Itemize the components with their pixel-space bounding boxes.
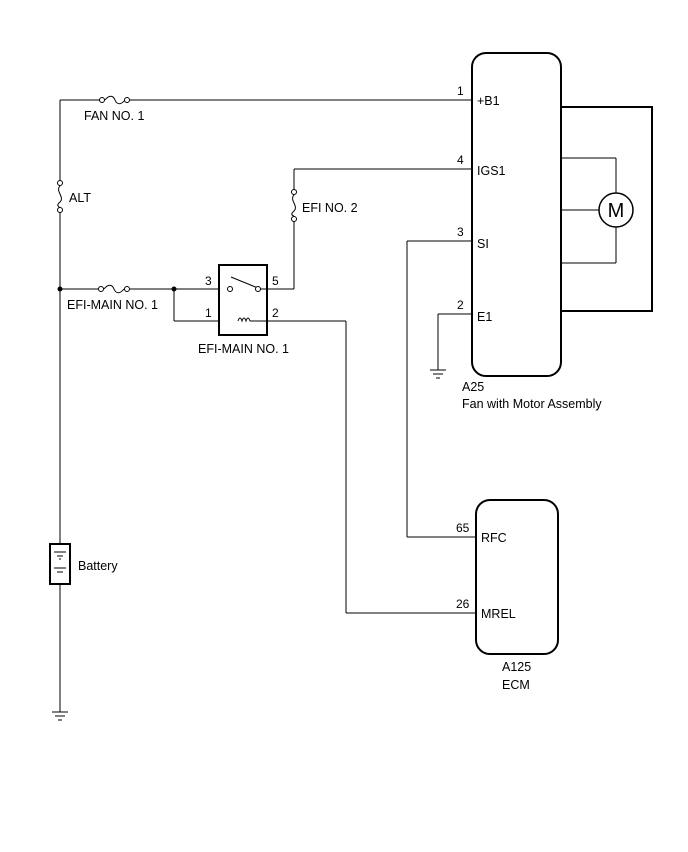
fan-assembly-name: Fan with Motor Assembly [462, 397, 602, 411]
battery-label: Battery [78, 559, 118, 573]
relay-label: EFI-MAIN NO. 1 [198, 342, 289, 356]
fan-terminal-igs1: IGS1 [477, 164, 506, 178]
relay-pin-1: 1 [205, 306, 212, 320]
fan-terminal-e1: E1 [477, 310, 492, 324]
fan-pin-2: 2 [457, 298, 464, 312]
ground-symbol-icon [430, 369, 446, 379]
ecm-terminal-rfc: RFC [481, 531, 507, 545]
fan-assembly-box [471, 52, 562, 377]
relay-coil [237, 317, 346, 323]
si-rfc-wire [406, 240, 476, 538]
fan-pin-3: 3 [457, 225, 464, 239]
fan-no1-fuse-label: FAN NO. 1 [84, 109, 144, 123]
e1-ground-wire [437, 313, 472, 370]
ecm-name: ECM [502, 678, 530, 692]
fan-terminal-si: SI [477, 237, 489, 251]
motor-icon [598, 192, 634, 228]
relay-pin-5: 5 [272, 274, 279, 288]
efi-main-fuse [98, 284, 130, 294]
fan-assembly-code: A25 [462, 380, 484, 394]
fan-pin-4: 4 [457, 153, 464, 167]
alt-fuse [57, 180, 63, 213]
junction-dot [171, 286, 177, 292]
ecm-code: A125 [502, 660, 531, 674]
efi-main-fuse-label: EFI-MAIN NO. 1 [67, 298, 158, 312]
junction-dot [57, 286, 63, 292]
ecm-pin-65: 65 [456, 521, 470, 535]
relay-switch-contact [227, 276, 294, 292]
fan-no1-fuse [99, 95, 130, 105]
battery-body [49, 543, 71, 585]
relay-pin-3: 3 [205, 274, 212, 288]
efi-main-relay [218, 264, 268, 336]
ecm-pin-26: 26 [456, 597, 470, 611]
battery-icon [54, 551, 66, 573]
efi-no2-fuse-label: EFI NO. 2 [302, 201, 358, 215]
motor-enclosure [561, 106, 653, 312]
efi-no2-fuse [291, 189, 297, 222]
efi-no2-wire [293, 168, 472, 289]
fan-pin-1: 1 [457, 84, 464, 98]
alt-fuse-label: ALT [69, 191, 91, 205]
relay-pin-2: 2 [272, 306, 279, 320]
ground-symbol-icon [52, 711, 68, 721]
ecm-box [475, 499, 559, 655]
mrel-wire [345, 321, 476, 614]
fan-terminal-b1: +B1 [477, 94, 500, 108]
ecm-terminal-mrel: MREL [481, 607, 516, 621]
motor-symbol: M [608, 200, 625, 222]
